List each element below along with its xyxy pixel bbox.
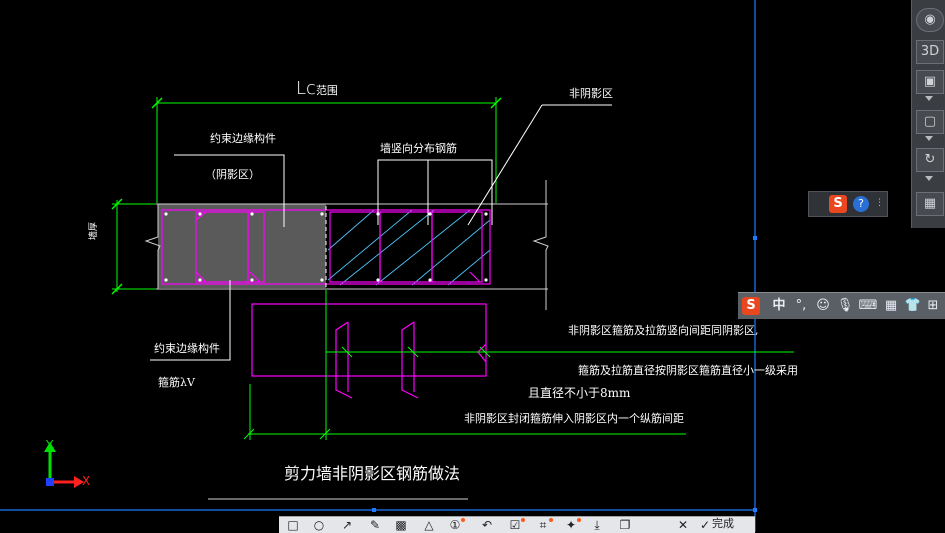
note-4: 非阴影区封闭箍筋伸入阴影区内一个纵筋间距 [464,412,684,425]
shadow-zone-fill [158,204,326,288]
badge-dot [577,518,581,522]
leader-lines [150,104,612,361]
note-2: 箍筋及拉筋直径按阴影区箍筋直径小一级采用 [578,364,798,377]
chevron-down-icon [925,96,933,101]
break-line-right [532,180,549,310]
note-3: 且直径不小于8mm [528,386,631,400]
lc-tick-right [490,97,502,109]
emoji-icon[interactable]: ☺ [816,298,830,313]
apps-grid-icon[interactable]: ⊞ [927,298,939,313]
ime-status-bar: S 中 °, ☺ 🎙 ⌨ ▦ 👕 ⊞ [738,292,945,319]
rectangle-icon[interactable]: □ [287,518,299,532]
thickness-tick-top [111,198,123,210]
lc-tick-left [151,97,163,109]
scan-icon[interactable]: ⌗ [539,518,547,532]
toolbox-icon[interactable]: ▦ [884,298,898,313]
sogou-logo-icon[interactable]: S [742,297,760,315]
ucs-y-label: Y [46,438,54,452]
grid-icon[interactable]: ▦ [916,192,944,216]
longitudinal-bars [164,212,488,282]
arrow-icon[interactable]: ↗ [341,518,353,532]
ucs-x-label: X [82,474,91,488]
rotate-icon[interactable]: ↻ [916,148,944,172]
badge-dot [549,518,553,522]
shadow-zone-label: （阴影区） [205,168,260,181]
pin-icon[interactable]: ✦ [565,518,577,532]
non-shadow-hatch [327,209,491,286]
grip-right-mid[interactable] [753,236,757,240]
lc-label: Lc范围 [296,78,338,99]
circle-icon[interactable]: ○ [313,518,325,532]
break-line-left [144,204,161,289]
view-3d-button[interactable]: 3D [916,40,944,64]
lang-toggle[interactable]: 中 [772,298,786,313]
constraint-member-top-label: 约束边缘构件 [210,132,276,145]
stirrup-label: 箍筋λV [158,376,195,389]
drawing-title: 剪力墙非阴影区钢筋做法 [284,464,461,483]
detail-hooks [335,321,487,399]
detail-stirrup-box [251,303,487,377]
download-icon[interactable]: ⤓ [594,518,600,532]
done-button[interactable]: 完成 [712,517,734,530]
grip-bottom-mid[interactable] [372,508,376,512]
ucs-icon [44,442,84,488]
mosaic-icon[interactable]: ▩ [395,518,407,532]
pen-icon[interactable]: ✎ [369,518,381,532]
skin-icon[interactable]: 👕 [904,298,922,313]
note-1: 非阴影区箍筋及拉筋竖向间距同阴影区, [568,324,759,337]
badge-dot [521,518,525,522]
cancel-icon[interactable]: ✕ [677,518,689,532]
ime-mini-toolbar: S ? ⋮ [808,191,888,217]
badge-dot [461,518,465,522]
grip-corner[interactable] [753,508,757,512]
wall-thickness-label: 墙厚 [89,221,99,240]
menu-icon[interactable]: ⋮ [875,198,884,208]
check-box-icon[interactable]: ☑ [509,518,521,532]
confirm-icon[interactable]: ✓ [699,518,711,532]
navigation-bar: ◉ 3D ▣ ▢ ↻ ▦ [911,0,945,228]
undo-icon[interactable]: ↶ [481,518,493,532]
number-marker-icon[interactable]: ① [449,518,461,532]
orbit-icon[interactable]: ◉ [916,8,944,32]
keyboard-icon[interactable]: ⌨ [858,298,878,313]
constraint-member-bottom-label: 约束边缘构件 [154,342,220,355]
markup-toolbar: □ ○ ↗ ✎ ▩ △ ① ↶ ☑ ⌗ ✦ ⤓ ❐ ✕ ✓ [279,516,755,533]
triangle-icon[interactable]: △ [424,518,434,532]
punctuation-toggle[interactable]: °, [795,298,807,313]
non-shadow-zone-label: 非阴影区 [569,87,613,100]
copy-icon[interactable]: ❐ [619,518,631,532]
thickness-tick-bottom [111,283,123,295]
detail-dimensions [243,290,794,440]
microphone-icon[interactable]: 🎙 [836,298,854,313]
sogou-logo-icon[interactable]: S [829,195,847,213]
help-icon[interactable]: ? [853,196,869,212]
box-view-icon[interactable]: ▢ [916,110,944,134]
chevron-down-icon [925,136,933,141]
cube-icon[interactable]: ▣ [916,70,944,94]
wall-vertical-bars-label: 墙竖向分布钢筋 [380,142,457,155]
chevron-down-icon [925,176,933,181]
